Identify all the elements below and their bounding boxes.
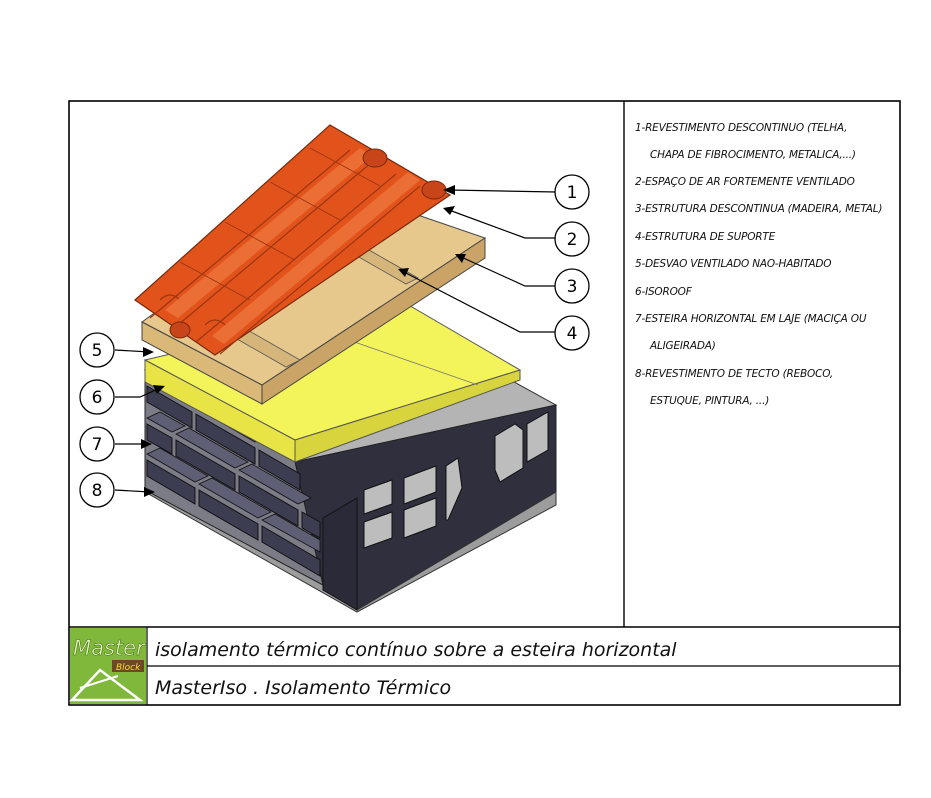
slab-edge-strip [322, 497, 358, 611]
logo-wordmark: Master [73, 636, 146, 660]
callout-3-label: 3 [567, 277, 578, 297]
legend-line-4: 3-ESTRUTURA DESCONTINUA (MADEIRA, METAL) [635, 203, 882, 215]
callout-8-label: 8 [92, 481, 103, 501]
legend-line-7: 6-ISOROOF [635, 286, 693, 298]
callout-8: 8 [79, 472, 115, 508]
callout-bubbles: 1 2 3 4 5 6 7 8 [79, 174, 590, 508]
legend-line-1: 1-REVESTIMENTO DESCONTINUO (TELHA, [635, 122, 847, 134]
callout-2-label: 2 [567, 230, 578, 250]
logo-small-text: Block [116, 663, 141, 673]
callout-arrowheads [141, 185, 466, 497]
callout-4: 4 [554, 315, 590, 351]
drawing-title: isolamento térmico contínuo sobre a este… [155, 639, 677, 661]
tile-end-cap-2 [362, 148, 388, 168]
callout-1: 1 [554, 174, 590, 210]
tile-ridges [149, 149, 421, 355]
callout-3: 3 [554, 268, 590, 304]
callout-5-label: 5 [92, 341, 103, 361]
legend-line-8: 7-ESTEIRA HORIZONTAL EM LAJE (MACIÇA OU [635, 313, 867, 325]
roof-tiles [134, 124, 452, 356]
legend-line-9: ALIGEIRADA) [649, 340, 716, 352]
insulation-right-face [294, 369, 521, 463]
sheet-frame [68, 100, 901, 706]
legend-line-10: 8-REVESTIMENTO DE TECTO (REBOCO, [635, 368, 833, 380]
drawing-subtitle: MasterIso . Isolamento Térmico [155, 677, 451, 699]
legend-line-5: 4-ESTRUTURA DE SUPORTE [635, 231, 776, 243]
callout-6-label: 6 [92, 388, 103, 408]
legend-line-3: 2-ESPAÇO DE AR FORTEMENTE VENTILADO [635, 176, 855, 188]
callout-6: 6 [79, 379, 115, 415]
callout-7: 7 [79, 426, 115, 462]
insulation-layer [143, 299, 522, 463]
legend-line-6: 5-DESVAO VENTILADO NAO-HABITADO [635, 258, 831, 270]
legend: 1-REVESTIMENTO DESCONTINUO (TELHA, CHAPA… [635, 122, 883, 407]
legend-line-11: ESTUQUE, PINTURA, ...) [650, 395, 769, 407]
callout-2: 2 [554, 221, 590, 257]
callouts [114, 189, 557, 493]
masterblock-logo: Master Block [69, 628, 146, 704]
roof-illustration [134, 124, 558, 613]
tile-highlights [165, 148, 420, 344]
wood-plate-right-face [261, 237, 486, 405]
hollow-block-cells [363, 411, 549, 549]
tile-end-cap-1 [421, 180, 447, 200]
hollow-blocks-left [146, 385, 321, 577]
tile-joints [179, 147, 381, 301]
legend-line-2: CHAPA DE FIBROCIMENTO, METALICA,...) [650, 149, 856, 161]
tile-end-cap-3 [169, 321, 191, 339]
callout-4-label: 4 [567, 324, 578, 344]
callout-5: 5 [79, 332, 115, 368]
callout-7-label: 7 [92, 435, 103, 455]
callout-1-label: 1 [567, 183, 578, 203]
tiles-base [134, 124, 452, 356]
